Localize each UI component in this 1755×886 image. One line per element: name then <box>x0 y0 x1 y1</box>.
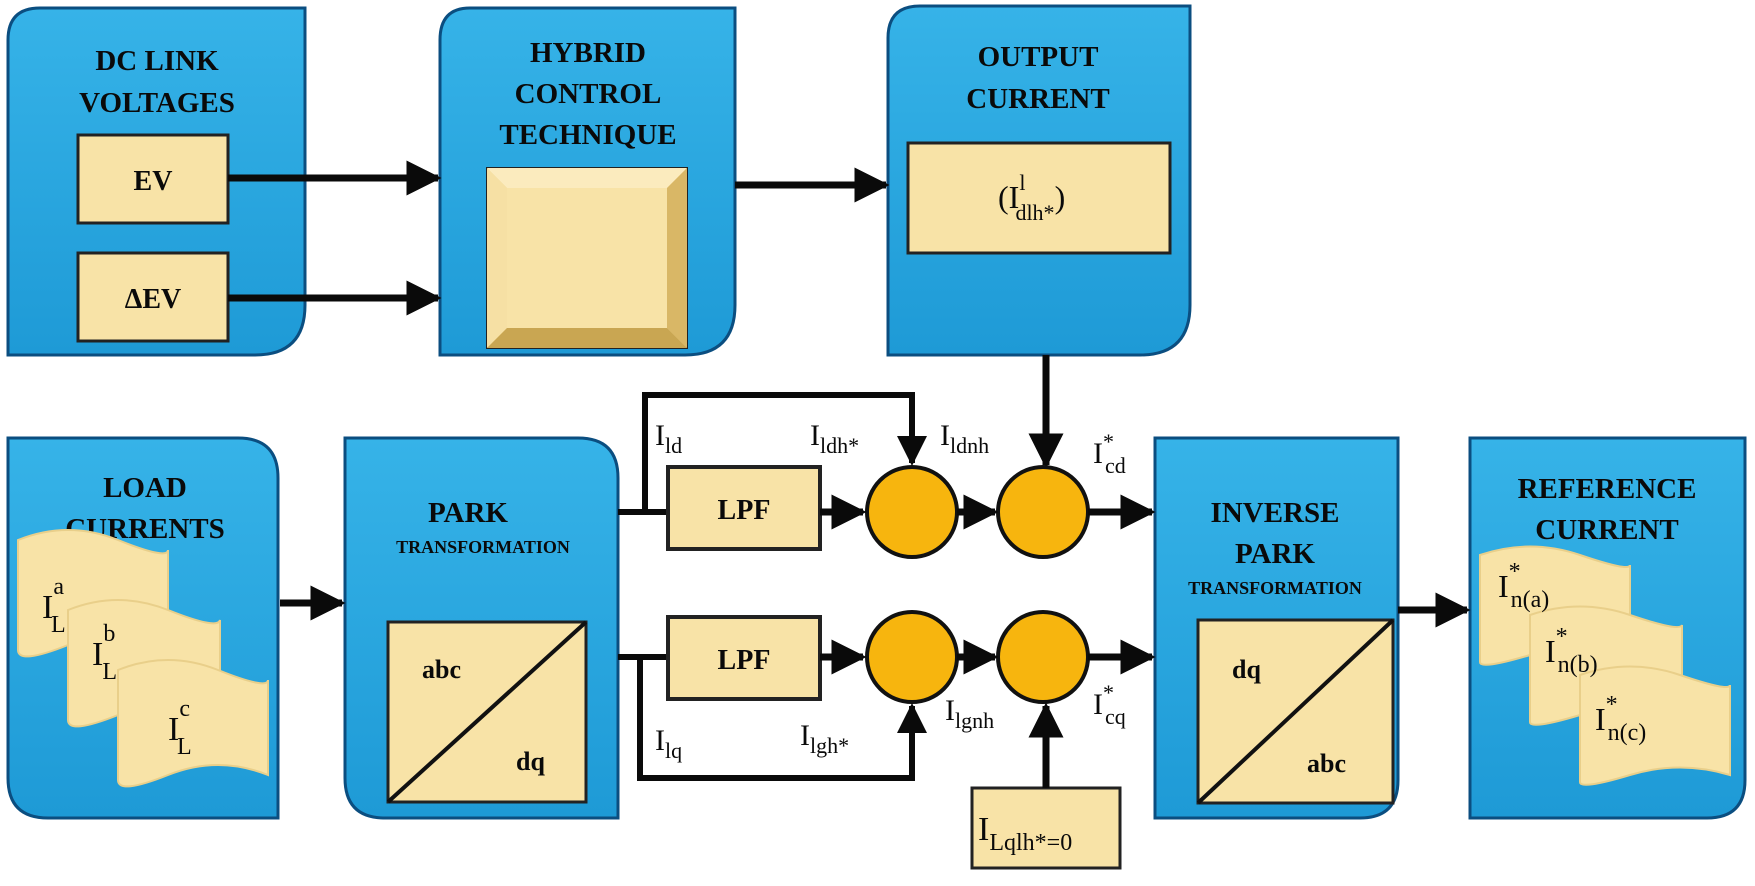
reference-title-line2: CURRENT <box>1535 514 1678 546</box>
signal-ildh: Ildh* <box>810 419 859 458</box>
inverse-park-block: INVERSE PARK TRANSFORMATION dq abc <box>1153 436 1400 820</box>
d-bypass-wire <box>642 392 927 512</box>
output-value-box <box>906 141 1172 255</box>
park-diagonal <box>386 620 588 804</box>
inverse-park-title-line1: INVERSE <box>1211 497 1340 529</box>
delta-ev-label: ΔEV <box>125 284 181 315</box>
summer-d1 <box>865 465 959 559</box>
hybrid-title-line1: HYBRID <box>530 37 646 69</box>
inverse-park-subtitle: TRANSFORMATION <box>1188 578 1362 598</box>
park-subtitle: TRANSFORMATION <box>396 537 570 557</box>
ev-label: EV <box>134 166 173 197</box>
lpf-top-label: LPF <box>718 495 771 526</box>
signal-ildnh: Ildnh <box>940 419 989 458</box>
ev-box <box>76 133 230 225</box>
dc-link-title-line1: DC LINK <box>95 45 219 77</box>
signal-ilgh: Ilgh* <box>800 719 849 758</box>
dc-link-voltages-block: DC LINK VOLTAGES EV ΔEV <box>6 6 307 357</box>
dc-link-title-line2: VOLTAGES <box>79 87 235 119</box>
hybrid-control-block: HYBRID CONTROL TECHNIQUE <box>438 6 737 357</box>
park-from-label: abc <box>422 655 461 684</box>
load-current-c-sheet <box>117 659 269 788</box>
hybrid-controller-bevel <box>486 167 688 349</box>
signal-icq: I*cq <box>1093 680 1126 729</box>
reference-current-c: I*n(c) <box>1595 692 1646 746</box>
inverse-park-diagonal <box>1196 618 1395 805</box>
hybrid-title-line3: TECHNIQUE <box>499 119 676 151</box>
summer-q1 <box>865 610 959 704</box>
signal-icd: I*cd <box>1093 429 1126 478</box>
summer-d2 <box>996 465 1090 559</box>
park-title: PARK <box>428 497 508 529</box>
park-to-label: dq <box>516 747 545 776</box>
summer-q2 <box>996 610 1090 704</box>
load-title-line1: LOAD <box>103 472 187 504</box>
q-bypass-wire <box>637 657 927 781</box>
reference-current-a: I*n(a) <box>1498 559 1549 613</box>
signal-ilq: Ilq <box>655 724 682 763</box>
signal-ild: Ild <box>655 419 682 458</box>
inverse-park-to-label: abc <box>1307 749 1346 778</box>
lqlh-zero-label: ILqlh*=0 <box>978 811 1072 856</box>
reference-current-c-sheet <box>1579 665 1731 786</box>
output-title-line1: OUTPUT <box>978 41 1099 73</box>
lpf-top-box <box>666 465 822 551</box>
lqlh-zero-box <box>970 786 1122 870</box>
inverse-park-title-line2: PARK <box>1235 538 1315 570</box>
signal-ilgnh: Ilgnh <box>945 694 994 733</box>
reference-title-line1: REFERENCE <box>1518 473 1697 505</box>
inverse-park-from-label: dq <box>1232 655 1261 684</box>
output-title-line2: CURRENT <box>966 83 1109 115</box>
lpf-bottom-box <box>666 615 822 701</box>
park-transformation-block: PARK TRANSFORMATION abc dq <box>343 436 620 820</box>
delta-ev-box <box>76 251 230 343</box>
reference-current-b: I*n(b) <box>1545 624 1598 678</box>
lpf-bottom-label: LPF <box>718 645 771 676</box>
hybrid-title-line2: CONTROL <box>515 78 662 110</box>
reference-current-block: REFERENCE CURRENT I*n(a) I*n(b) I*n(c) <box>1468 436 1747 820</box>
